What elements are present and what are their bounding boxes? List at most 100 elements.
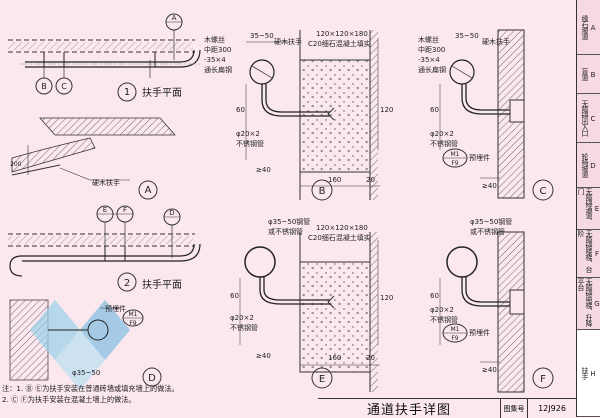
C-pipe: φ20×2	[430, 130, 454, 138]
marker-2: 2	[124, 278, 130, 289]
marker-E: E	[319, 374, 325, 385]
plan-1	[8, 13, 201, 102]
sidebar-tab-code: B	[589, 70, 597, 78]
B-h120: 120	[380, 106, 393, 114]
sidebar-tab-label: 无障碍楼梯、台阶	[577, 230, 593, 272]
E-h120: 120	[380, 294, 393, 302]
detail-drawings: 1 扶手平面 B C A 200 硬木扶手 A 2 扶手平面 E F D 预埋件…	[8, 13, 554, 393]
B-3550: 35~50	[250, 32, 274, 40]
sidebar-tab-label: 扶手	[581, 367, 589, 379]
detail-B	[245, 30, 380, 201]
detail-D	[9, 299, 162, 390]
sidebar-tab-code: G	[593, 300, 600, 307]
atlas-number: 12J926	[527, 399, 576, 418]
B-pipe2: 不锈钢管	[236, 139, 264, 148]
detail-A	[11, 117, 176, 200]
drawing-title: 通道扶手详图	[366, 403, 451, 418]
callout-C1: C	[61, 82, 67, 91]
sidebar-tab-code: F	[593, 250, 600, 257]
F-h60: 60	[430, 292, 439, 300]
sidebar-tab-code: D	[589, 161, 597, 169]
C-f9: F9	[451, 160, 458, 167]
C-wood: 硬木扶手	[482, 37, 510, 46]
drawing-notes: 注：1. Ⓑ Ⓔ为扶手安装在普通砖墙或填充墙上的做法。 2. Ⓒ Ⓕ为扶手安装在…	[2, 383, 312, 405]
plan-2	[8, 205, 201, 292]
B-w40: ≥40	[256, 166, 271, 174]
sidebar-tab-label: 无障碍通道、门	[577, 188, 593, 224]
sidebar-tab-label: 轮椅坡道	[581, 153, 589, 177]
B-block: 120×120×180	[316, 30, 368, 38]
marker-A: A	[145, 185, 152, 196]
plan1-caption: 扶手平面	[142, 86, 182, 99]
C-w40: ≥40	[482, 182, 497, 190]
C-embed: 预埋件	[469, 153, 490, 162]
sidebar-tab-label: 缘石坡道	[581, 15, 589, 39]
B-concrete: C20细石混凝土填实	[308, 39, 371, 48]
B-wood: 硬木扶手	[274, 37, 302, 46]
B-w160: 160	[328, 176, 341, 184]
F-pipe: φ20×2	[430, 306, 454, 314]
sidebar-tab-code: E	[593, 205, 600, 212]
B-flat2: 通长扁钢	[204, 65, 232, 74]
F-w40: ≥40	[482, 366, 497, 374]
C-m1: M1	[451, 151, 460, 158]
plan2-caption: 扶手平面	[142, 278, 182, 291]
B-screw: 木螺丝	[204, 35, 225, 44]
E-pipe: φ20×2	[230, 314, 254, 322]
callout-D: D	[169, 209, 174, 217]
C-flat: -35×4	[418, 56, 440, 64]
sidebar-tab-label: 盲道	[581, 68, 589, 80]
callout-A: A	[172, 14, 177, 22]
F-embed: 预埋件	[469, 328, 490, 337]
marker-D: D	[148, 373, 156, 384]
C-flat2: 通长扁钢	[418, 65, 446, 74]
E-h60: 60	[230, 292, 239, 300]
E-w20: 20	[366, 354, 375, 362]
E-block: 120×120×180	[316, 224, 368, 232]
C-h60: 60	[430, 106, 439, 114]
detailD-f9: F9	[129, 320, 136, 327]
marker-1: 1	[124, 87, 130, 98]
callout-F: F	[123, 206, 127, 214]
B-h60: 60	[236, 106, 245, 114]
F-f9: F9	[451, 335, 458, 342]
C-3550: 35~50	[455, 32, 479, 40]
C-screw: 木螺丝	[418, 35, 439, 44]
detailD-embed: 预埋件	[105, 304, 126, 313]
sidebar-tab-label: 无障碍出入口	[581, 100, 589, 136]
F-rail2: 或不锈钢管	[470, 227, 505, 236]
marker-B: B	[319, 186, 326, 197]
detail-C	[439, 29, 554, 201]
sidebar-tab-code: A	[589, 23, 597, 31]
callout-E: E	[103, 206, 107, 214]
C-spacing: 中距300	[418, 45, 445, 54]
marker-C: C	[540, 186, 547, 197]
B-w20: 20	[366, 176, 375, 184]
sidebar-tab-label: 无障碍电梯、升降平台	[577, 278, 593, 326]
sidebar-tab-code: H	[589, 369, 597, 377]
note-line-2: 2. Ⓒ Ⓕ为扶手安装在混凝土墙上的做法。	[2, 395, 136, 404]
E-concrete: C20细石混凝土填实	[308, 233, 371, 242]
F-rail: φ35~50钢管	[470, 217, 512, 226]
E-pipe2: 不锈钢管	[230, 323, 258, 332]
atlas-label: 图集号	[500, 399, 527, 418]
detailD-m1: M1	[129, 311, 138, 318]
E-rail2: 或不锈钢管	[268, 227, 303, 236]
callout-B1: B	[41, 82, 47, 91]
E-rail: φ35~50钢管	[268, 217, 310, 226]
detailA-wood: 硬木扶手	[92, 178, 120, 187]
B-pipe: φ20×2	[236, 130, 260, 138]
E-w160: 160	[328, 354, 341, 362]
B-spacing: 中距300	[204, 45, 231, 54]
title-block: 通道扶手详图 图集号 12J926	[318, 398, 576, 418]
